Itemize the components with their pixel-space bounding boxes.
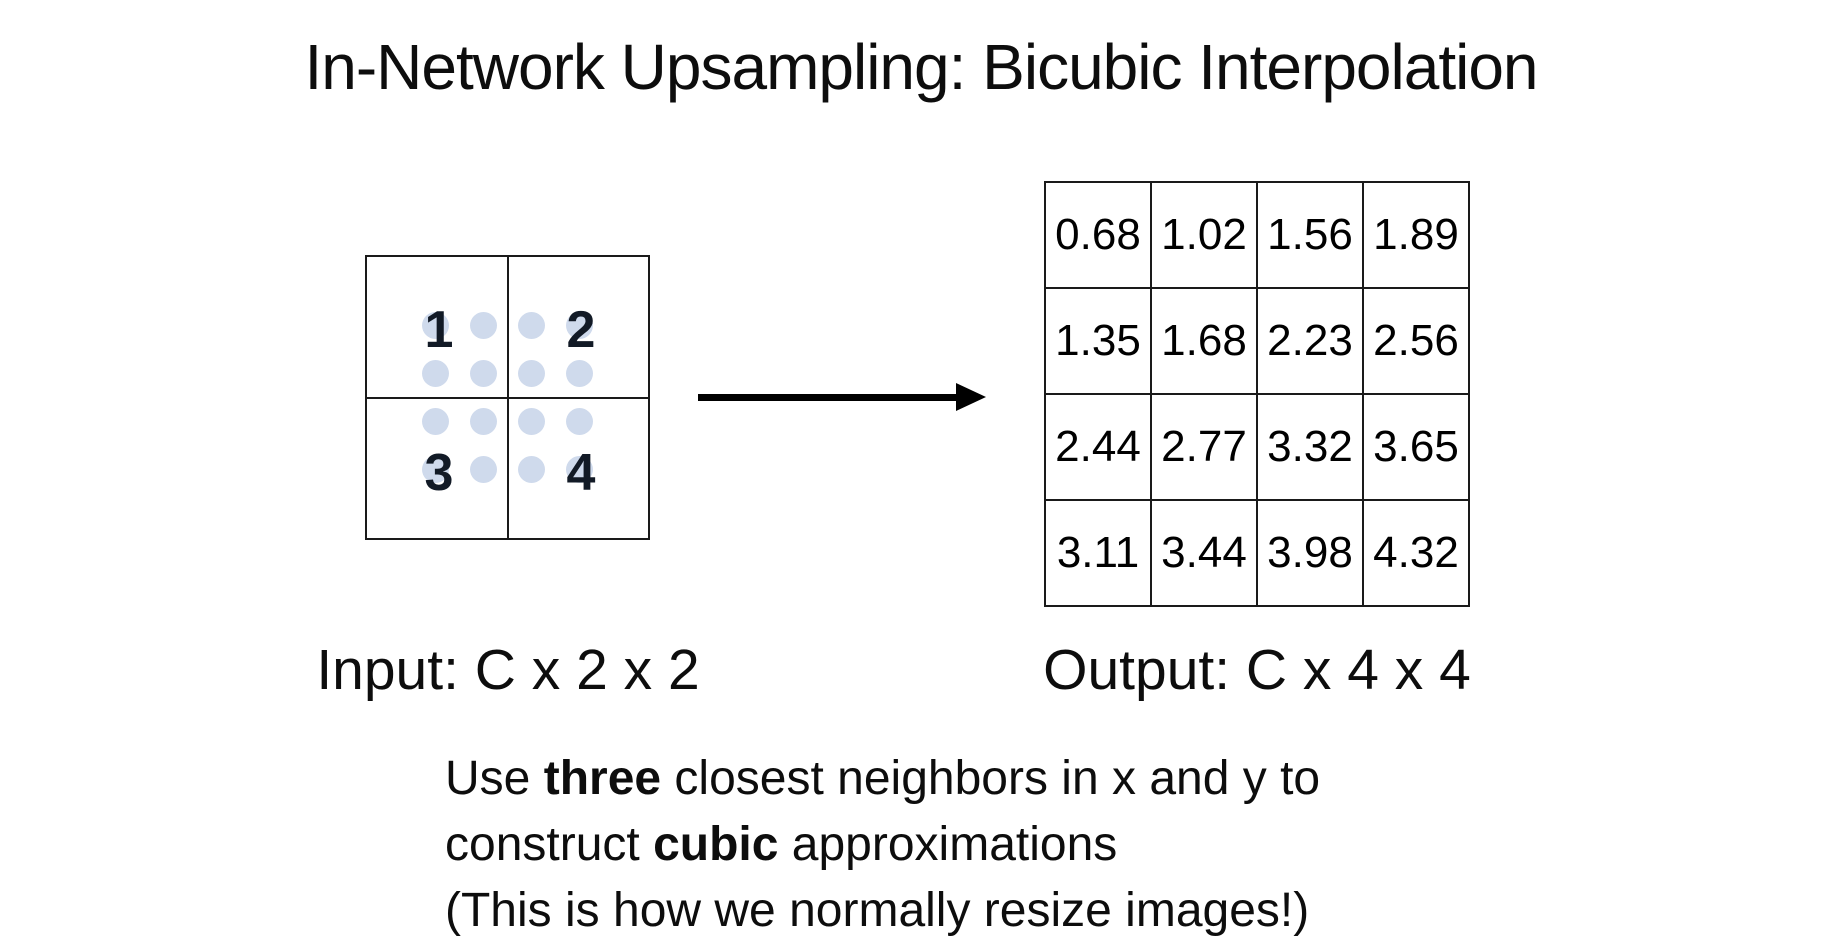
caption-line-2: construct cubic approximations [445,812,1320,878]
input-grid-horizontal-divider [367,396,648,399]
caption-bold-text: three [543,752,662,805]
input-cell-value: 1 [424,301,454,359]
caption-line-3: (This is how we normally resize images!) [445,884,1310,937]
output-cell: 1.02 [1151,182,1257,288]
output-cell: 3.11 [1045,500,1151,606]
caption-bold-text: cubic [653,818,779,871]
output-cell: 2.77 [1151,394,1257,500]
output-cell: 1.56 [1257,182,1363,288]
caption-text: construct [445,818,654,871]
sample-dot [422,408,449,435]
sample-dot [566,360,593,387]
sample-dot [518,360,545,387]
input-cell-value: 3 [424,444,454,502]
input-feature-map: 1 2 3 4 [365,255,650,540]
caption: Use three closest neighbors in x and y t… [445,746,1320,944]
output-cell: 3.98 [1257,500,1363,606]
slide-title: In-Network Upsampling: Bicubic Interpola… [304,31,1538,103]
bicubic-sample-dots [412,302,604,494]
output-cell: 1.68 [1151,288,1257,394]
output-cell: 2.23 [1257,288,1363,394]
output-cell: 3.32 [1257,394,1363,500]
caption-text: approximations [778,818,1118,871]
sample-dot [518,456,545,483]
sample-dot [470,456,497,483]
sample-dot [566,456,593,483]
caption-text: closest neighbors in x and y to [661,752,1321,805]
arrow-shaft [698,393,960,401]
input-cell-value: 4 [566,444,596,502]
input-label: Input: C x 2 x 2 [316,638,700,702]
sample-dot [470,408,497,435]
sample-dot [470,360,497,387]
sample-dot [566,408,593,435]
caption-line-1: Use three closest neighbors in x and y t… [445,746,1320,812]
input-cell-value: 2 [566,301,596,359]
output-cell: 1.35 [1045,288,1151,394]
sample-dot [566,312,593,339]
output-cell: 0.68 [1045,182,1151,288]
output-cell: 3.65 [1363,394,1469,500]
output-cell: 4.32 [1363,500,1469,606]
sample-dot [422,456,449,483]
output-cell: 3.44 [1151,500,1257,606]
sample-dot [422,312,449,339]
arrow-head [956,383,986,411]
output-cell: 1.89 [1363,182,1469,288]
output-cell: 2.44 [1045,394,1151,500]
output-label: Output: C x 4 x 4 [1043,638,1471,702]
output-feature-map: 0.68 1.02 1.56 1.89 1.35 1.68 2.23 2.56 … [1044,181,1470,607]
output-cell: 2.56 [1363,288,1469,394]
caption-text: Use [445,752,544,805]
sample-dot [470,312,497,339]
sample-dot [422,360,449,387]
sample-dot [518,408,545,435]
sample-dot [518,312,545,339]
